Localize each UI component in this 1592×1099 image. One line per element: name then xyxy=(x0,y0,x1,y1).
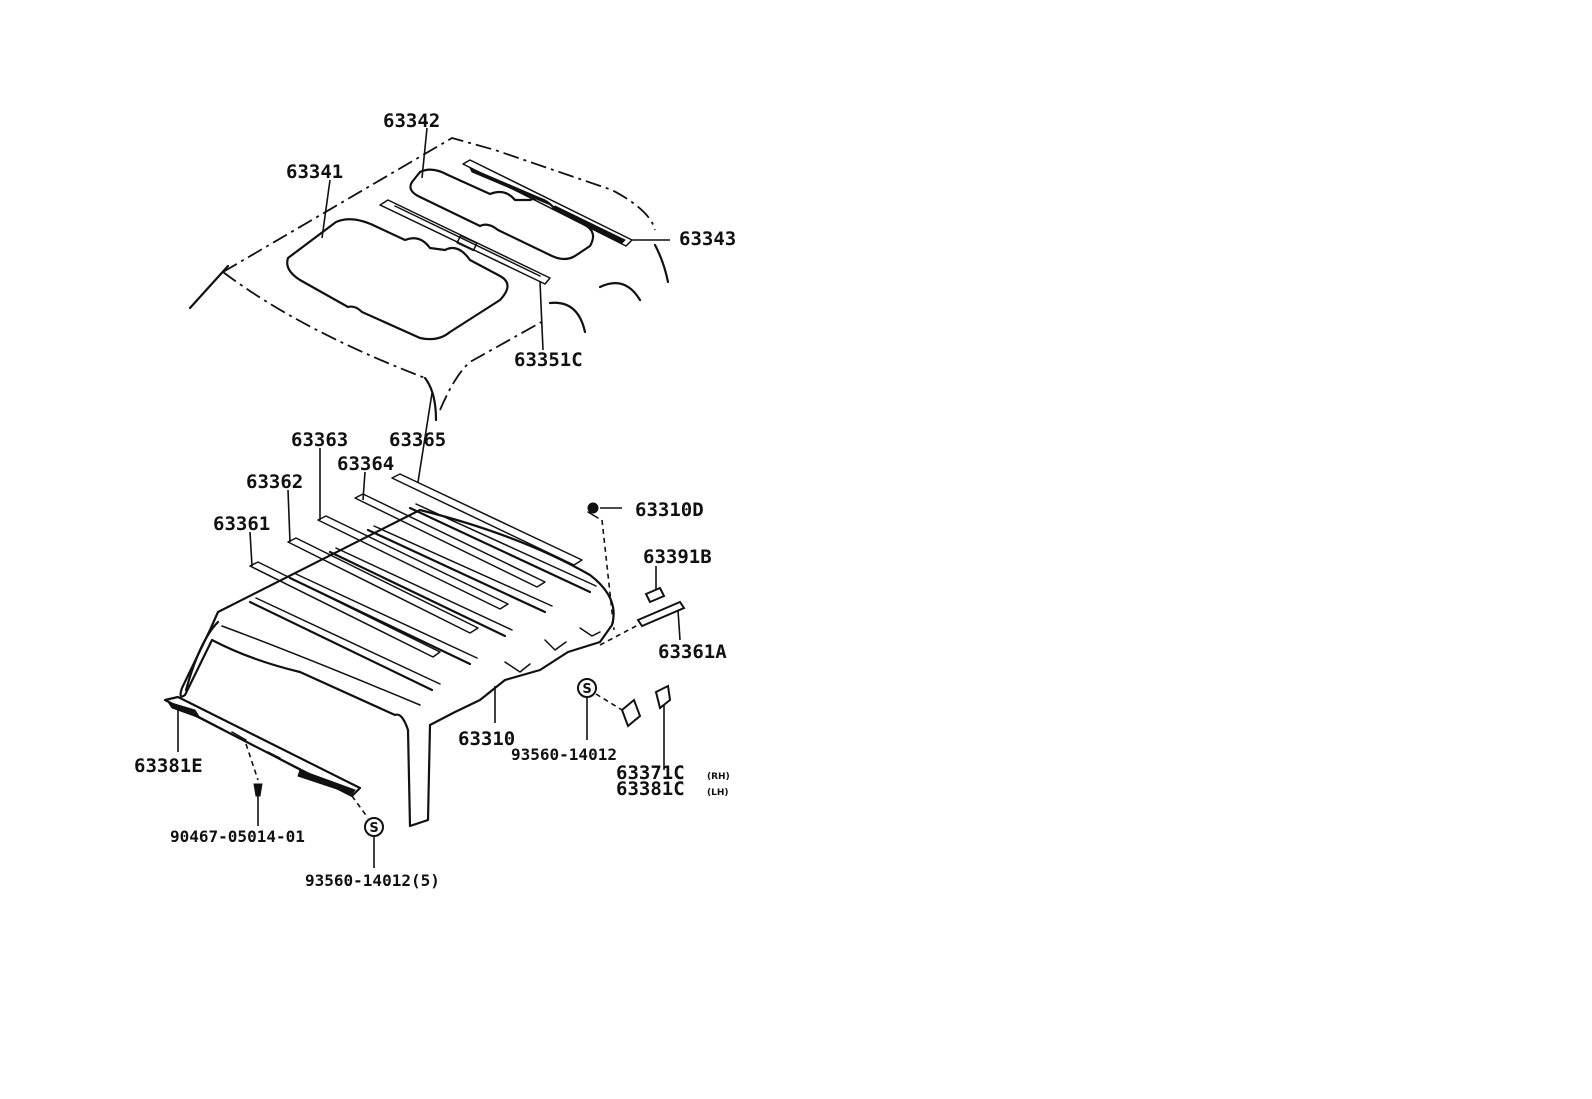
trim-strips xyxy=(249,473,583,658)
headliner-rail-d xyxy=(366,528,547,614)
bracket-63381C xyxy=(654,684,672,710)
label-63342: 63342 xyxy=(383,110,440,132)
label-63361: 63361 xyxy=(213,513,270,535)
bracket-63361A xyxy=(636,600,686,628)
leader-63342 xyxy=(421,127,428,179)
label-63365: 63365 xyxy=(389,429,446,451)
leader-63362 xyxy=(287,489,291,543)
part-labels: 63342 63341 63343 63351C 63363 63365 633… xyxy=(134,110,736,890)
leader-63365 xyxy=(417,392,433,483)
headliner-front-pillar xyxy=(184,620,220,692)
headliner-rail-c2 xyxy=(335,547,513,631)
label-63364: 63364 xyxy=(337,453,394,475)
strip-63351C-inner xyxy=(394,205,541,277)
headliner-rail-b2 xyxy=(295,573,478,659)
front-moulding: S xyxy=(163,695,384,868)
roof-outline-chain-right xyxy=(439,319,546,411)
block-63391B xyxy=(644,586,666,604)
moulding-63381E-clips xyxy=(231,731,281,759)
screw-s-mark-2: S xyxy=(369,821,378,836)
roof-left-drop xyxy=(423,376,438,422)
strip-63351C xyxy=(379,199,551,285)
strip-leaders xyxy=(249,392,496,723)
leader-63364 xyxy=(362,471,366,501)
leader-63361 xyxy=(249,531,253,567)
strip-63364 xyxy=(354,493,546,588)
strip-63365 xyxy=(391,473,583,566)
headliner-front-fold xyxy=(221,625,421,706)
headliner-rail-c xyxy=(328,550,507,638)
note-lh: (LH) xyxy=(707,788,729,798)
strip-63361 xyxy=(249,561,441,658)
leader-63341 xyxy=(321,179,331,239)
label-63362: 63362 xyxy=(246,471,303,493)
headliner-rail-d2 xyxy=(373,525,553,607)
label-63381E: 63381E xyxy=(134,755,203,777)
label-63341: 63341 xyxy=(286,161,343,183)
dash-63361A xyxy=(599,624,639,646)
leader-63361A xyxy=(677,609,681,641)
dash-90467 xyxy=(245,743,259,781)
dash-93560-5 xyxy=(351,795,369,819)
strip-63363 xyxy=(317,515,509,610)
roof-left-edge xyxy=(188,264,230,310)
roof-right-rail-1 xyxy=(548,301,587,334)
roof-outline-chain xyxy=(222,137,656,273)
upper-roof-assembly xyxy=(188,137,670,422)
strip-63343-hatch xyxy=(468,167,626,244)
label-63371C: 63371C xyxy=(616,762,685,784)
leader-63351C xyxy=(539,281,544,351)
clip-90467-05014-01 xyxy=(253,783,263,797)
screw-93560-14012-5 xyxy=(364,817,384,837)
moulding-63381E-mid xyxy=(189,711,301,771)
lower-headliner-assembly xyxy=(179,503,615,828)
label-63363: 63363 xyxy=(291,429,348,451)
label-63343: 63343 xyxy=(679,228,736,250)
right-side-parts: S xyxy=(577,502,686,770)
note-rh: (RH) xyxy=(707,772,730,782)
clip-63310D-stem xyxy=(587,511,599,519)
label-93560-14012: 93560-14012 xyxy=(511,745,617,764)
screw-s-mark: S xyxy=(582,682,591,697)
strip-63362 xyxy=(287,537,479,634)
headliner-rail-e2 xyxy=(415,503,597,587)
dash-screw xyxy=(595,693,623,711)
label-63391B: 63391B xyxy=(643,546,712,568)
headliner-63310 xyxy=(179,508,615,828)
roof-right-rail-3 xyxy=(653,243,670,284)
label-90467-05014-01: 90467-05014-01 xyxy=(170,827,305,846)
screw-93560-14012 xyxy=(577,678,597,698)
bracket-63371C xyxy=(620,698,642,728)
clip-63310D xyxy=(587,502,599,514)
headliner-rail-a2 xyxy=(255,597,441,685)
headliner-rail-e xyxy=(408,506,592,594)
label-63310: 63310 xyxy=(458,728,515,750)
upper-leaders xyxy=(321,127,670,351)
strip-63351C-tab xyxy=(456,234,478,252)
label-63351C: 63351C xyxy=(514,349,583,371)
dash-63310D xyxy=(601,519,615,631)
panel-63342 xyxy=(409,168,595,261)
label-63310D: 63310D xyxy=(635,499,704,521)
roof-right-rail-2 xyxy=(598,282,642,302)
roof-outline-chain-lower xyxy=(222,271,426,379)
label-93560-14012-5: 93560-14012(5) xyxy=(305,871,440,890)
label-63381C: 63381C xyxy=(616,778,685,800)
headliner-rail-a xyxy=(248,600,434,692)
label-63361A: 63361A xyxy=(658,641,727,663)
panel-63341 xyxy=(286,218,509,341)
headliner-notches xyxy=(504,627,601,673)
